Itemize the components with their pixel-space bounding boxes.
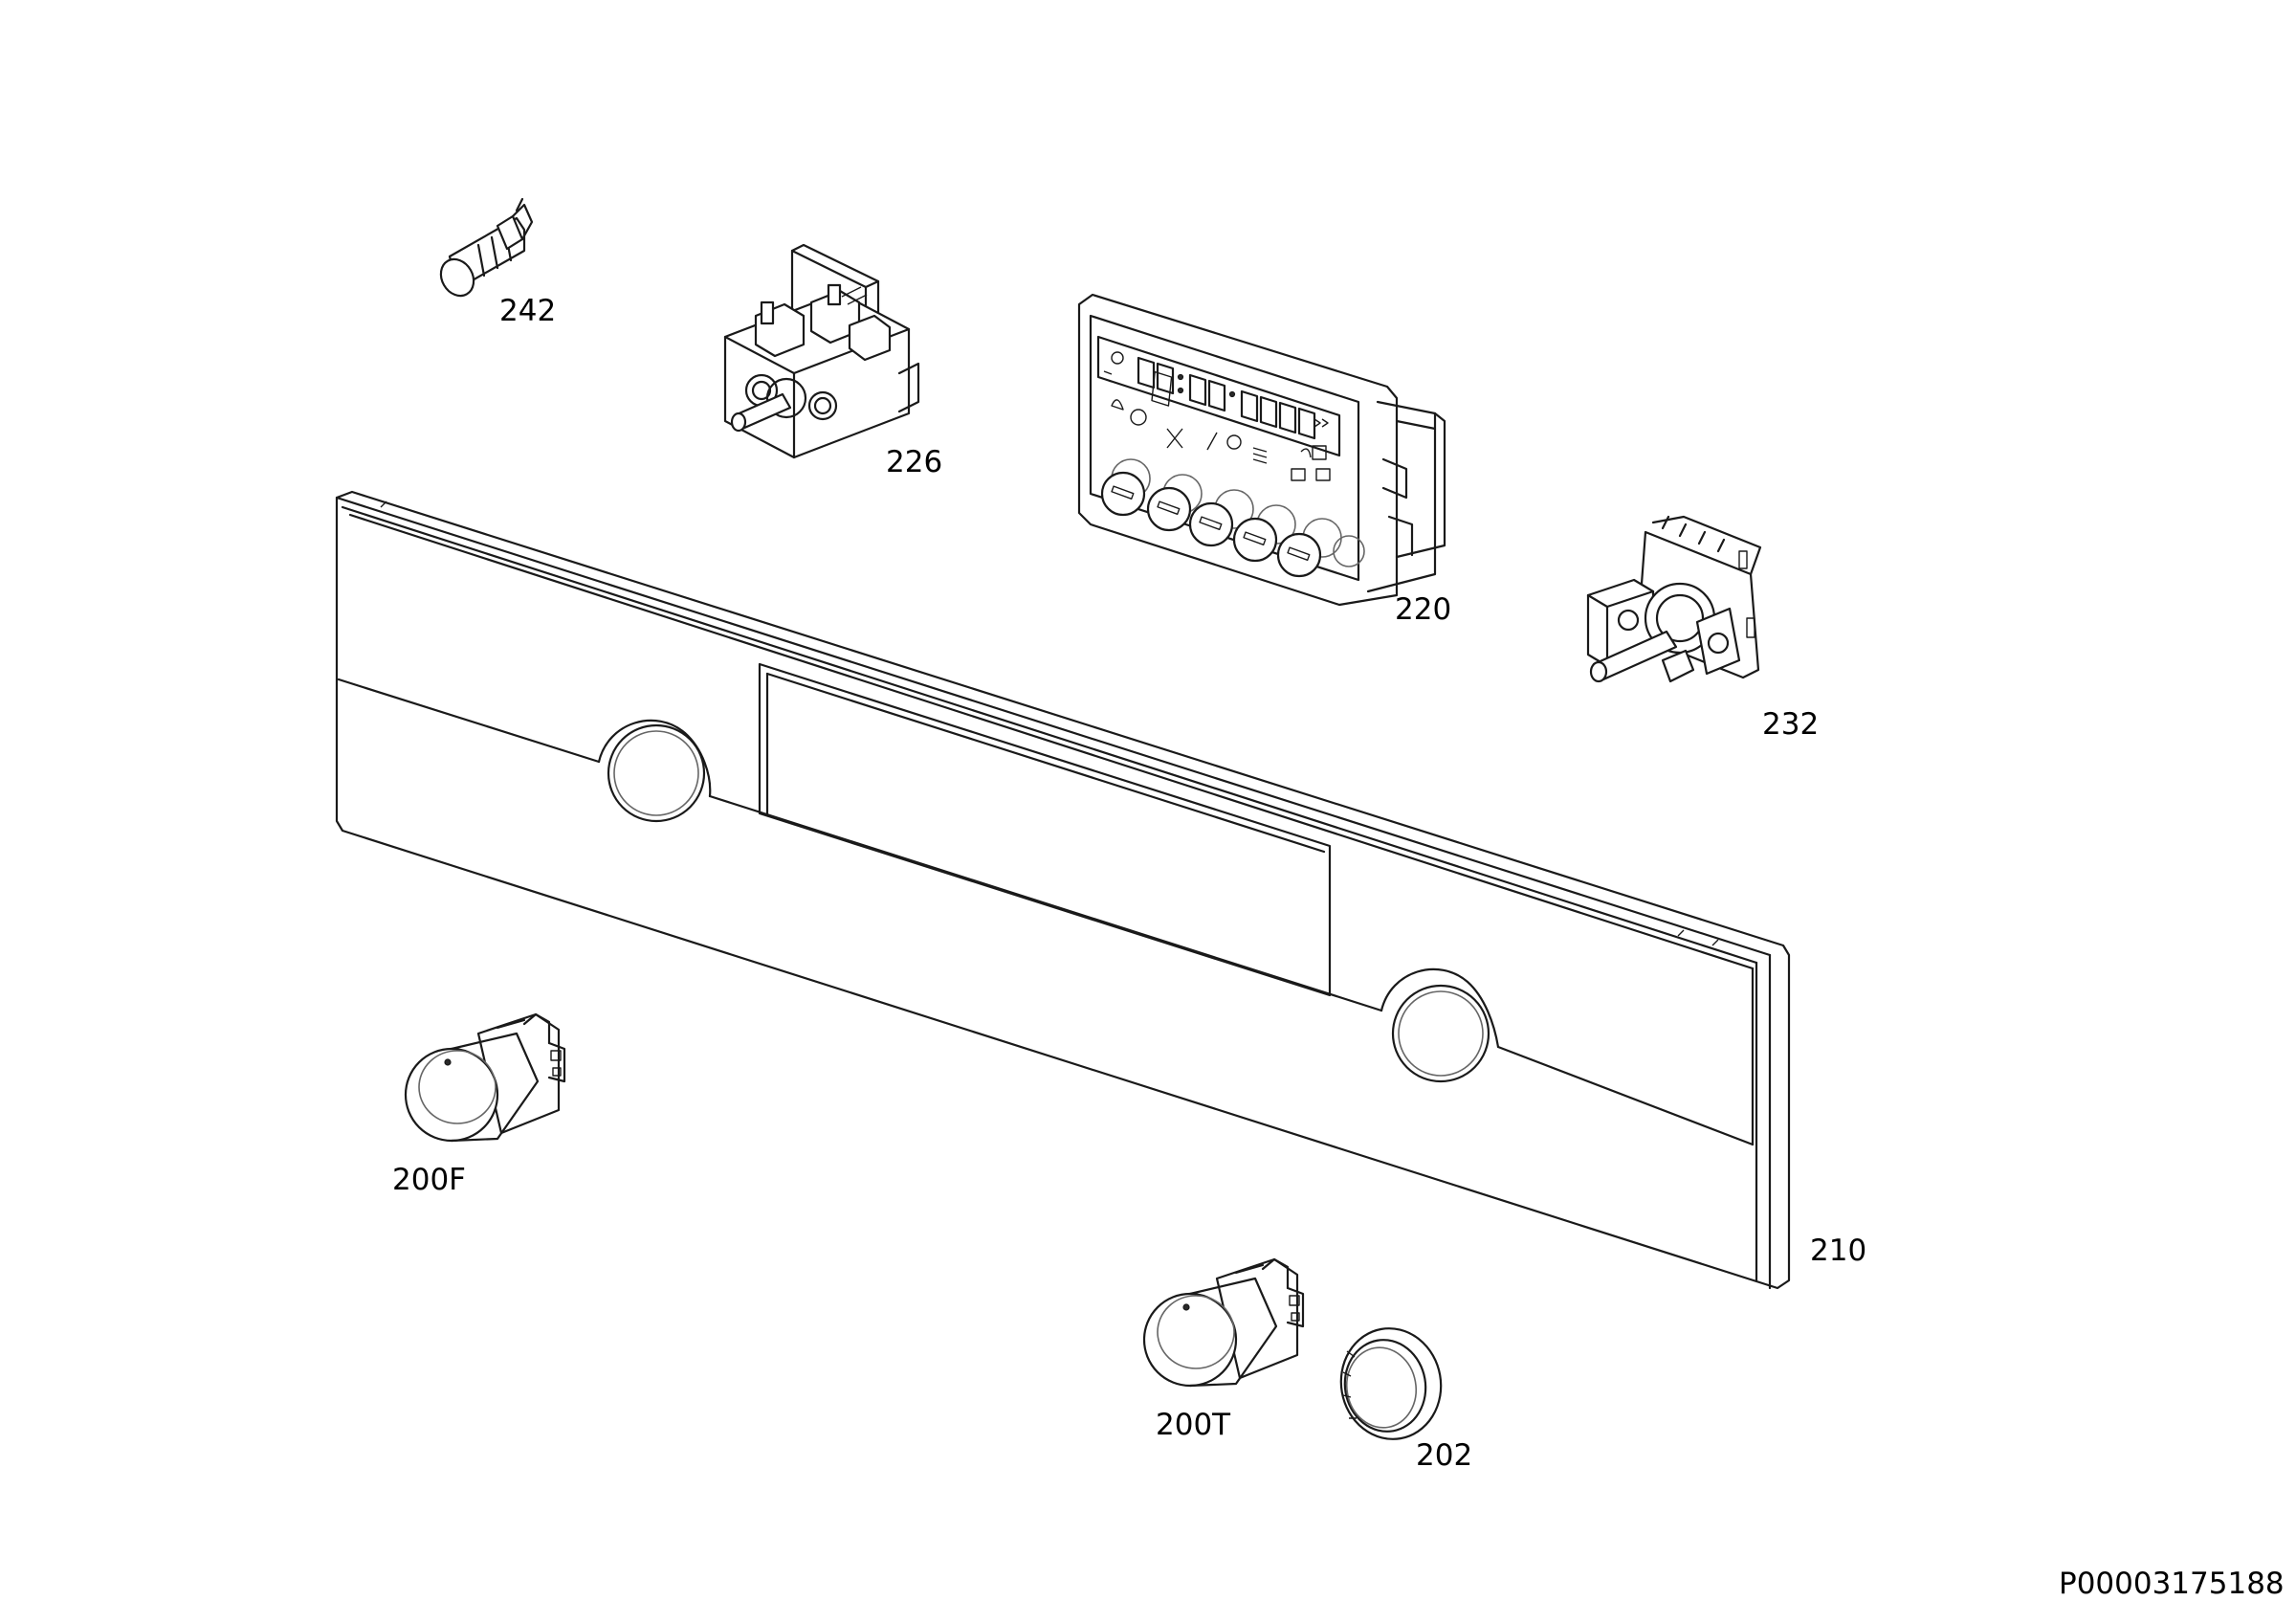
label-200T: 200T bbox=[1156, 1408, 1231, 1442]
part-242-drawing bbox=[439, 197, 534, 298]
label-242: 242 bbox=[499, 294, 557, 328]
label-202: 202 bbox=[1416, 1438, 1473, 1473]
label-220: 220 bbox=[1395, 592, 1452, 627]
part-202-drawing bbox=[1339, 1327, 1443, 1440]
part-226-drawing bbox=[723, 243, 920, 459]
part-232-drawing bbox=[1586, 515, 1762, 683]
label-232: 232 bbox=[1762, 707, 1820, 742]
label-200F: 200F bbox=[392, 1163, 467, 1197]
part-200T-drawing bbox=[1142, 1257, 1305, 1388]
label-226: 226 bbox=[886, 445, 943, 479]
part-220-drawing bbox=[1077, 293, 1446, 607]
label-210: 210 bbox=[1810, 1234, 1867, 1268]
part-200F-drawing bbox=[404, 1012, 566, 1143]
document-id: P00003175188 bbox=[2059, 1567, 2285, 1601]
part-210-drawing bbox=[335, 490, 1791, 1290]
